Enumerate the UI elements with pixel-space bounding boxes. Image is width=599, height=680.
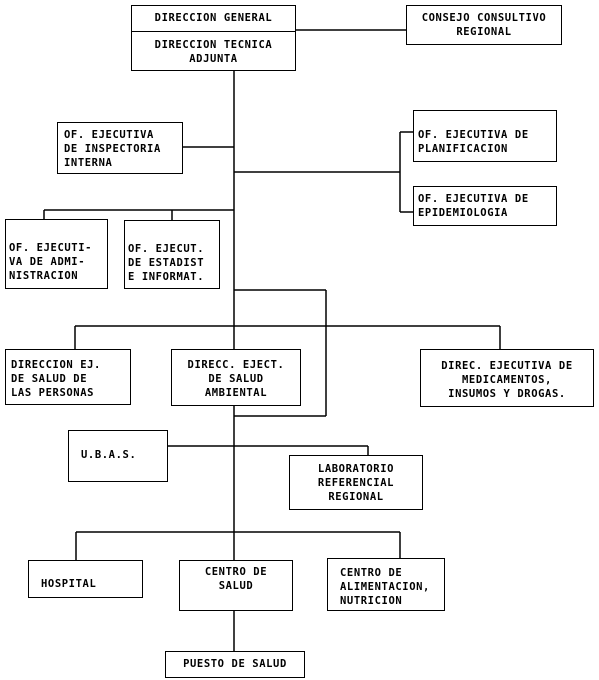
ubas-box: U.B.A.S. <box>68 430 168 482</box>
of-estadistica-box: OF. EJECUT. DE ESTADIST E INFORMAT. <box>124 220 220 289</box>
of-planificacion-box: OF. EJECUTIVA DE PLANIFICACION <box>413 110 557 162</box>
dir-salud-ambiental-box: DIRECC. EJECT. DE SALUD AMBIENTAL <box>171 349 301 406</box>
direccion-general-box: DIRECCION GENERAL <box>131 5 296 32</box>
consejo-consultivo-box: CONSEJO CONSULTIVO REGIONAL <box>406 5 562 45</box>
puesto-salud-box: PUESTO DE SALUD <box>165 651 305 678</box>
of-inspectoria-box: OF. EJECUTIVA DE INSPECTORIA INTERNA <box>57 122 183 174</box>
centro-salud-box: CENTRO DE SALUD <box>179 560 293 611</box>
of-epidemiologia-box: OF. EJECUTIVA DE EPIDEMIOLOGIA <box>413 186 557 226</box>
direccion-tecnica-box: DIRECCION TECNICA ADJUNTA <box>131 31 296 71</box>
hospital-box: HOSPITAL <box>28 560 143 598</box>
dir-salud-personas-box: DIRECCION EJ. DE SALUD DE LAS PERSONAS <box>5 349 131 405</box>
of-administracion-box: OF. EJECUTI- VA DE ADMI- NISTRACION <box>5 219 108 289</box>
laboratorio-box: LABORATORIO REFERENCIAL REGIONAL <box>289 455 423 510</box>
dir-medicamentos-box: DIREC. EJECUTIVA DE MEDICAMENTOS, INSUMO… <box>420 349 594 407</box>
centro-alimentacion-box: CENTRO DE ALIMENTACION, NUTRICION <box>327 558 445 611</box>
